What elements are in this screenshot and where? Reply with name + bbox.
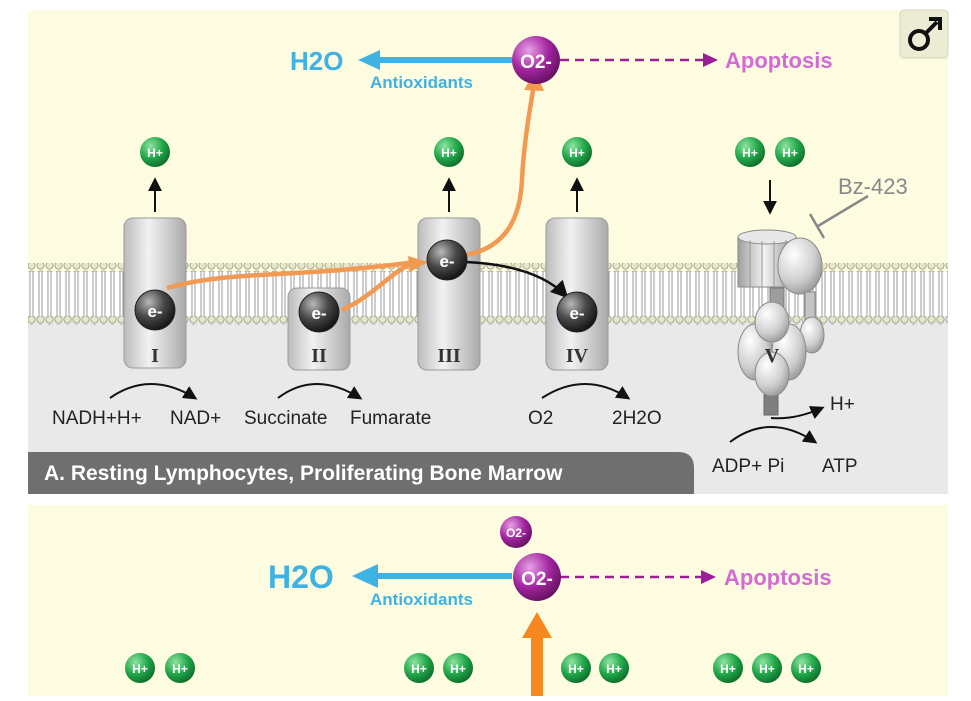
panel-b-proton-7: H+	[713, 653, 743, 683]
svg-text:e-: e-	[569, 304, 584, 323]
proton-exit-arrow-v	[770, 406, 825, 420]
gender-icon-button[interactable]	[899, 9, 949, 59]
panel-b-proton-3: H+	[404, 653, 434, 683]
inhibitor-bar	[808, 213, 826, 239]
proton-complex-iii: H+	[434, 137, 464, 167]
membrane-bilayer	[28, 263, 948, 325]
complex-i-label: I	[151, 345, 159, 367]
complex-v-label: V	[765, 345, 780, 367]
svg-text:e-: e-	[147, 302, 162, 321]
reaction-nadh: NADH+H+	[52, 408, 142, 429]
reaction-oxygen: O2	[528, 408, 553, 429]
complex-ii-label: II	[311, 345, 327, 367]
reaction-nad: NAD+	[170, 408, 221, 429]
electron-complex-iv: e-	[556, 291, 598, 333]
proton-complex-i: H+	[140, 137, 170, 167]
panel-a-caption-bar	[28, 452, 694, 494]
panel-b-electron-leak-path	[531, 634, 543, 696]
reaction-fumarate: Fumarate	[350, 408, 431, 429]
water-label: H2O	[290, 46, 343, 76]
svg-text:H+: H+	[782, 146, 798, 160]
svg-text:O2-: O2-	[521, 569, 553, 590]
svg-text:H+: H+	[441, 146, 457, 160]
panel-b-proton-5: H+	[561, 653, 591, 683]
reaction-arc-iv	[541, 383, 631, 400]
electron-path-ii-iii	[341, 259, 416, 313]
electron-path-iii-iv	[465, 260, 569, 299]
reaction-adp: ADP+ Pi	[712, 456, 784, 477]
electron-complex-iii: e-	[426, 239, 468, 281]
reaction-arc-i	[109, 383, 198, 400]
panel-b-water-label: H2O	[268, 559, 334, 595]
svg-text:H+: H+	[568, 662, 584, 676]
svg-text:e-: e-	[439, 252, 454, 271]
complex-v-atp-synthase	[737, 229, 825, 416]
panel-b-proton-8: H+	[752, 653, 782, 683]
svg-text:H+: H+	[147, 146, 163, 160]
antioxidants-label: Antioxidants	[370, 73, 473, 92]
panel-b-proton-1: H+	[125, 653, 155, 683]
panel-b-superoxide-small: O2-	[500, 516, 532, 548]
svg-text:H+: H+	[742, 146, 758, 160]
superoxide-molecule: O2-	[512, 36, 560, 84]
svg-text:H+: H+	[569, 146, 585, 160]
electron-leak-path	[459, 83, 537, 259]
panel-b-proton-6: H+	[599, 653, 629, 683]
reaction-arc-ii	[277, 383, 363, 400]
electron-complex-ii: e-	[298, 291, 340, 333]
panel-b-apoptosis-label: Apoptosis	[724, 565, 832, 590]
apoptosis-arrowhead	[703, 53, 718, 67]
reaction-atp: ATP	[822, 456, 858, 477]
inhibitor-label: Bz-423	[838, 174, 908, 199]
svg-text:H+: H+	[759, 662, 775, 676]
complex-iii-label: III	[437, 345, 461, 367]
panel-a-caption: A. Resting Lymphocytes, Proliferating Bo…	[44, 462, 563, 485]
panel-b-proton-4: H+	[443, 653, 473, 683]
svg-text:O2-: O2-	[506, 526, 526, 540]
svg-text:H+: H+	[798, 662, 814, 676]
proton-complex-iv: H+	[562, 137, 592, 167]
svg-text:O2-: O2-	[520, 52, 552, 73]
svg-text:H+: H+	[172, 662, 188, 676]
reaction-proton-out: H+	[830, 394, 855, 415]
panel-b-superoxide-molecule: O2-	[513, 553, 561, 601]
svg-text:H+: H+	[720, 662, 736, 676]
antioxidant-arrowhead	[358, 50, 380, 70]
complex-iv-label: IV	[566, 345, 589, 367]
panel-b-antioxidants-label: Antioxidants	[370, 590, 473, 609]
panel-b-proton-2: H+	[165, 653, 195, 683]
panel-b-antioxidant-arrowhead	[352, 564, 378, 588]
panel-b-electron-leak-arrowhead	[522, 612, 552, 638]
electron-arrowhead-iii	[408, 256, 428, 272]
svg-text:H+: H+	[132, 662, 148, 676]
proton-complex-v-2: H+	[775, 137, 805, 167]
electron-path-i-iii	[166, 259, 416, 291]
panel-b-apoptosis-arrowhead	[701, 570, 716, 584]
svg-text:H+: H+	[606, 662, 622, 676]
reaction-water: 2H2O	[612, 408, 662, 429]
inhibitor-line	[817, 194, 869, 228]
male-symbol-icon	[908, 17, 942, 51]
reaction-succinate: Succinate	[244, 408, 327, 429]
electron-complex-i: e-	[134, 289, 176, 331]
reaction-arc-v	[729, 426, 818, 444]
apoptosis-label: Apoptosis	[725, 48, 833, 73]
svg-text:H+: H+	[411, 662, 427, 676]
panel-b-proton-9: H+	[791, 653, 821, 683]
svg-text:H+: H+	[450, 662, 466, 676]
proton-complex-v-1: H+	[735, 137, 765, 167]
svg-text:e-: e-	[311, 304, 326, 323]
